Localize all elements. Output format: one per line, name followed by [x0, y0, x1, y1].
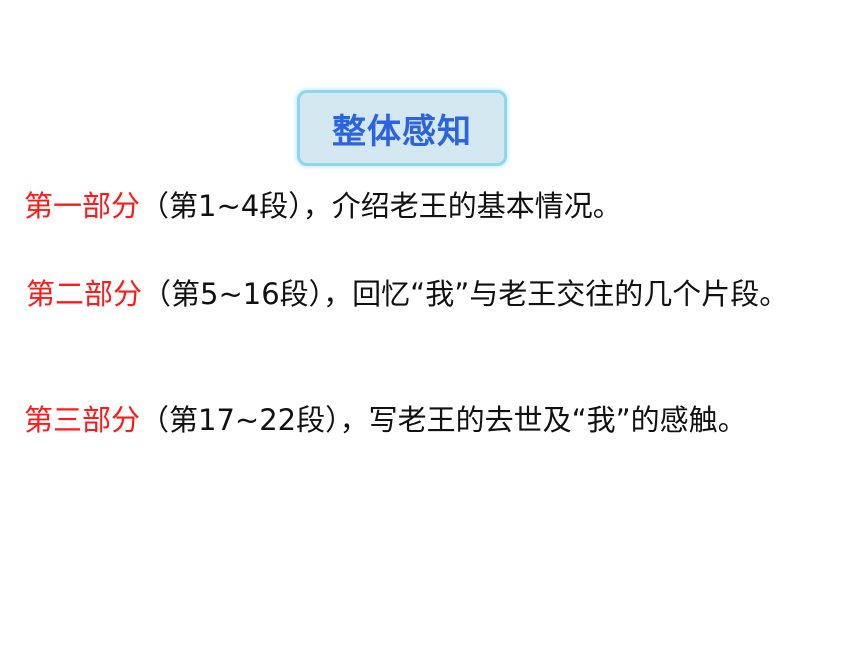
part-three-label: 第三部分 — [24, 403, 141, 437]
part-one-label: 第一部分 — [24, 189, 141, 223]
part-two-text: （第5~16段），回忆“我”与老王交往的几个片段。 — [142, 277, 789, 311]
part-two-paragraph: 第二部分（第5~16段），回忆“我”与老王交往的几个片段。 — [26, 272, 846, 316]
section-title: 整体感知 — [332, 111, 472, 152]
section-title-box: 整体感知 — [297, 90, 507, 166]
part-two-label: 第二部分 — [26, 277, 143, 311]
part-three-text: （第17~22段），写老王的去世及“我”的感触。 — [140, 403, 747, 437]
part-one-text: （第1~4段），介绍老王的基本情况。 — [140, 189, 622, 223]
part-three-paragraph: 第三部分（第17~22段），写老王的去世及“我”的感触。 — [24, 398, 844, 442]
part-one-paragraph: 第一部分（第1~4段），介绍老王的基本情况。 — [24, 184, 844, 228]
